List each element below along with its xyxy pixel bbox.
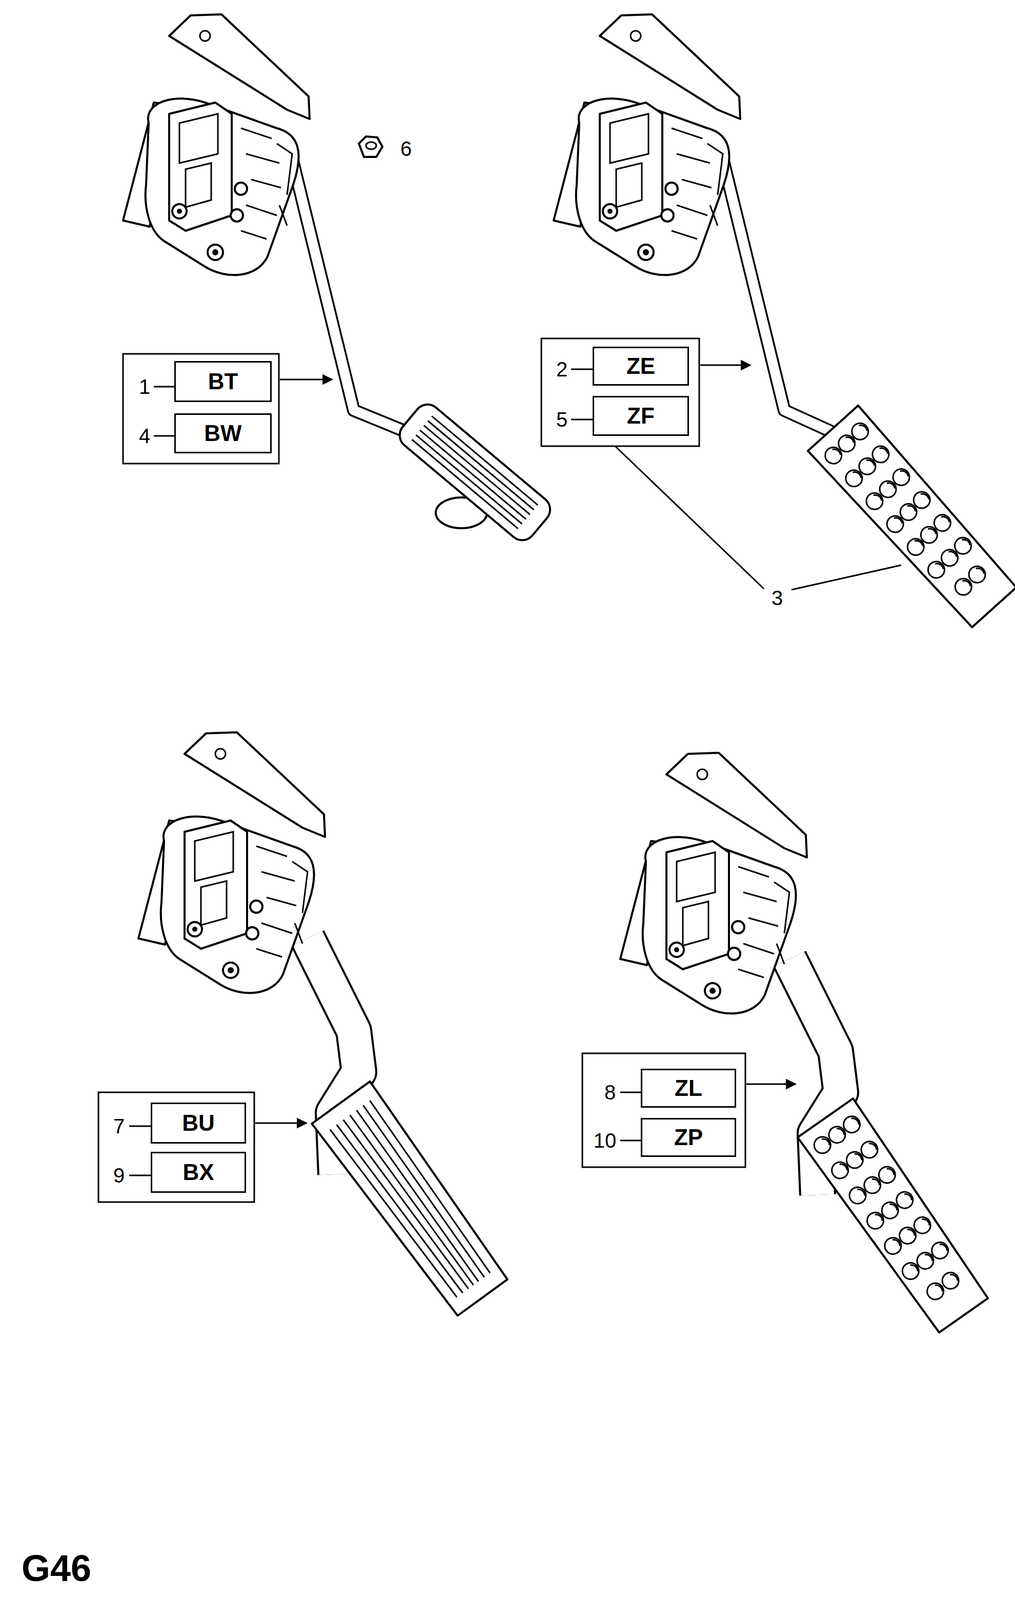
callout-number: 6	[400, 138, 412, 159]
callout-number: 4	[138, 425, 151, 446]
part-code: ZL	[674, 1075, 703, 1101]
part-code: ZP	[674, 1124, 703, 1150]
part-code-box: BT	[174, 360, 272, 402]
part-code: BX	[182, 1159, 214, 1185]
callout-number: 5	[556, 409, 568, 430]
part-code-box: ZF	[592, 395, 689, 436]
part-code-box: ZL	[640, 1068, 737, 1108]
callout-number: 1	[138, 376, 151, 397]
part-code: ZE	[626, 353, 656, 379]
callout-number: 3	[771, 587, 783, 608]
part-code: BT	[208, 369, 239, 394]
part-code-box: BX	[150, 1151, 247, 1193]
callout-number: 8	[604, 1081, 616, 1103]
part-code-box: BU	[150, 1102, 247, 1144]
part-code: BW	[204, 420, 242, 446]
callout-number: 7	[113, 1115, 125, 1136]
callout-number: 10	[593, 1129, 617, 1151]
part-code: ZF	[626, 403, 655, 429]
part-code-box: ZP	[640, 1117, 737, 1157]
page-code: G46	[21, 1549, 92, 1587]
callout-number: 9	[113, 1164, 125, 1186]
part-code: BU	[181, 1110, 215, 1135]
part-code-box: BW	[174, 413, 272, 454]
part-code-box: ZE	[592, 346, 689, 386]
callout-number: 2	[556, 358, 568, 380]
